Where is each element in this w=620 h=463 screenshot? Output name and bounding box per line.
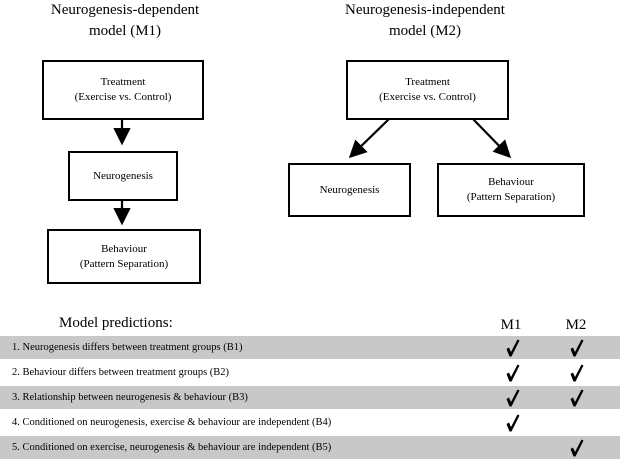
prediction-row-5: 5. Conditioned on exercise, neurogenesis… bbox=[0, 436, 620, 459]
prediction-row-1-text: 1. Neurogenesis differs between treatmen… bbox=[12, 342, 243, 353]
m2-arrow-treatment-to-behaviour bbox=[472, 118, 512, 159]
m1-treatment-label: Treatment bbox=[100, 76, 146, 88]
diagram-arrows bbox=[113, 118, 512, 226]
check-mark-icon bbox=[506, 389, 520, 407]
predictions-title: Model predictions: bbox=[59, 315, 173, 331]
check-mark-icon bbox=[506, 414, 520, 432]
column-header-m2: M2 bbox=[565, 317, 587, 333]
check-mark-icon bbox=[506, 339, 520, 357]
m1-treatment-box: Treatment (Exercise vs. Control) bbox=[42, 60, 204, 120]
prediction-row-2: 2. Behaviour differs between treatment g… bbox=[0, 361, 620, 384]
m2-treatment-box: Treatment (Exercise vs. Control) bbox=[346, 60, 509, 120]
check-mark-icon bbox=[570, 364, 584, 382]
m1-behaviour-box: Behaviour (Pattern Separation) bbox=[47, 229, 201, 284]
m2-treatment-label: Treatment bbox=[405, 76, 450, 88]
m1-behaviour-sublabel: (Pattern Separation) bbox=[79, 257, 169, 270]
m2-behaviour-box: Behaviour (Pattern Separation) bbox=[437, 163, 585, 217]
m2-title-line2: model (M2) bbox=[388, 23, 462, 39]
m1-title-line2: model (M1) bbox=[88, 23, 162, 39]
check-mark-icon bbox=[570, 389, 584, 407]
m1-neurogenesis-box: Neurogenesis bbox=[68, 151, 178, 201]
prediction-row-4: 4. Conditioned on neurogenesis, exercise… bbox=[0, 411, 620, 434]
m2-behaviour-label: Behaviour bbox=[488, 176, 534, 188]
prediction-row-2-text: 2. Behaviour differs between treatment g… bbox=[12, 367, 230, 378]
m1-behaviour-label: Behaviour bbox=[101, 242, 147, 255]
prediction-row-5-text: 5. Conditioned on exercise, neurogenesis… bbox=[12, 442, 332, 453]
column-header-m1: M1 bbox=[500, 317, 522, 333]
check-mark-icon bbox=[570, 339, 584, 357]
m1-treatment-sublabel: (Exercise vs. Control) bbox=[74, 91, 172, 103]
prediction-row-1: 1. Neurogenesis differs between treatmen… bbox=[0, 336, 620, 359]
check-mark-icon bbox=[570, 439, 584, 457]
m2-arrow-treatment-to-neurogenesis bbox=[348, 118, 390, 159]
m1-neurogenesis-label: Neurogenesis bbox=[93, 169, 153, 182]
check-mark-icon bbox=[506, 364, 520, 382]
prediction-row-3: 3. Relationship between neurogenesis & b… bbox=[0, 386, 620, 409]
m2-neurogenesis-box: Neurogenesis bbox=[288, 163, 411, 217]
m2-title-line1: Neurogenesis-independent bbox=[345, 2, 505, 18]
prediction-row-4-text: 4. Conditioned on neurogenesis, exercise… bbox=[12, 417, 332, 428]
m1-title-line1: Neurogenesis-dependent bbox=[50, 2, 200, 18]
m2-treatment-sublabel: (Exercise vs. Control) bbox=[379, 91, 476, 103]
m2-behaviour-sublabel: (Pattern Separation) bbox=[466, 191, 556, 203]
m2-neurogenesis-label: Neurogenesis bbox=[319, 183, 380, 196]
m1-title: Neurogenesis-dependent model (M1) bbox=[40, 0, 210, 42]
m2-title: Neurogenesis-independent model (M2) bbox=[340, 0, 510, 42]
prediction-row-3-text: 3. Relationship between neurogenesis & b… bbox=[12, 392, 248, 403]
